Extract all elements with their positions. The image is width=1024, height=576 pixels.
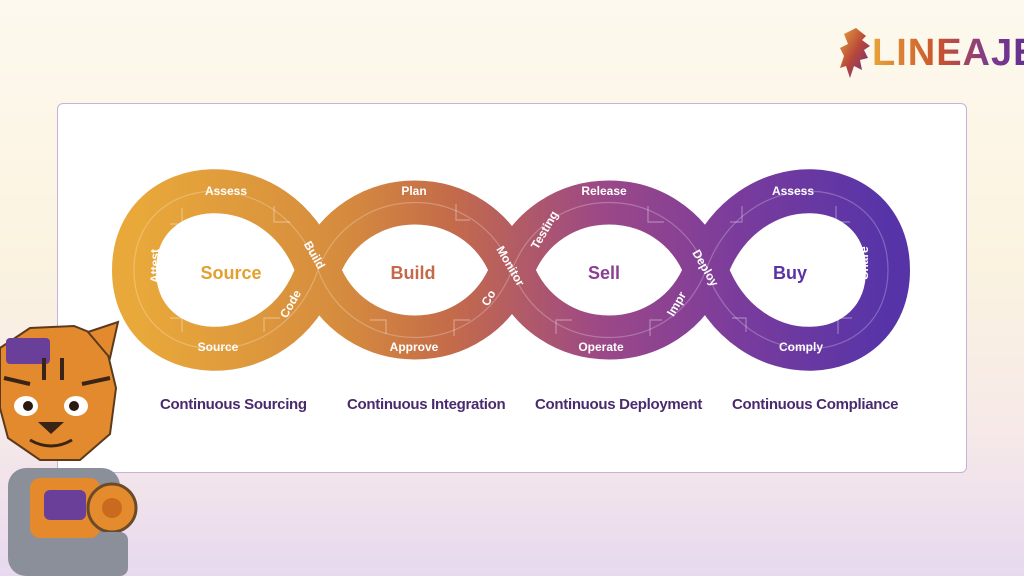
logo-wordmark: LINEAJE (872, 32, 1024, 75)
label-operate: Operate (578, 340, 624, 354)
label-co-fragment: Co (478, 288, 498, 309)
lineaje-logo: LINEAJE (838, 26, 1024, 86)
label-share: Share (857, 246, 871, 280)
robot-tiger-mascot (0, 320, 138, 576)
label-assess-1: Assess (205, 184, 247, 198)
label-approve: Approve (390, 340, 439, 354)
label-plan: Plan (401, 184, 426, 198)
label-source-bottom: Source (198, 340, 239, 354)
caption-continuous-deployment: Continuous Deployment (535, 396, 703, 413)
caption-continuous-sourcing: Continuous Sourcing (160, 396, 307, 413)
caption-continuous-integration: Continuous Integration (347, 396, 506, 413)
label-comply: Comply (779, 340, 823, 354)
loop-band (112, 169, 910, 371)
loop-center-sell: Sell (588, 263, 620, 283)
loop-center-build: Build (391, 263, 436, 283)
loop-center-buy: Buy (773, 263, 807, 283)
label-release: Release (581, 184, 627, 198)
label-attest: Attest (148, 249, 162, 283)
segment-notches (170, 204, 852, 336)
label-assess-2: Assess (772, 184, 814, 198)
caption-continuous-compliance: Continuous Compliance (732, 396, 899, 413)
lion-head-icon (840, 28, 870, 78)
loop-center-source: Source (200, 263, 261, 283)
loop-band-highlight (133, 190, 889, 350)
